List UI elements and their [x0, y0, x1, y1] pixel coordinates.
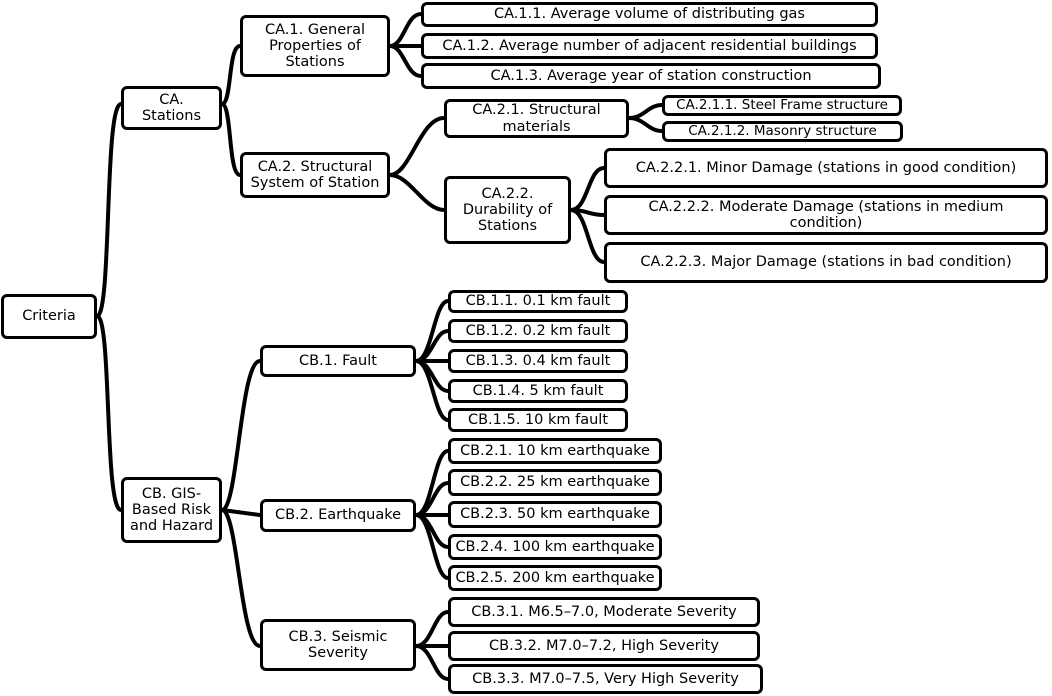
edge-ca1-item3 — [388, 44, 423, 78]
node-cb3-3: CB.3.3. M7.0–7.5, Very High Severity — [448, 664, 763, 694]
edge-criteria-cb — [95, 314, 123, 512]
node-ca1-3: CA.1.3. Average year of station construc… — [421, 63, 881, 89]
edge-ca2-ca22 — [388, 173, 446, 212]
edge-ca22-item1 — [569, 166, 606, 212]
node-cb2-5: CB.2.5. 200 km earthquake — [448, 565, 662, 591]
edge-ca21-item2 — [627, 116, 664, 133]
node-cb2-4: CB.2.4. 100 km earthquake — [448, 534, 662, 560]
node-cb3-1: CB.3.1. M6.5–7.0, Moderate Severity — [448, 597, 760, 627]
node-cb3-2: CB.3.2. M7.0–7.2, High Severity — [448, 631, 760, 661]
node-ca2-structural-system: CA.2. Structural System of Station — [240, 152, 390, 198]
node-cb1-1: CB.1.1. 0.1 km fault — [448, 290, 628, 313]
node-ca22-1: CA.2.2.1. Minor Damage (stations in good… — [604, 148, 1048, 188]
node-cb3-seismic-severity: CB.3. Seismic Severity — [260, 619, 416, 671]
node-cb2-3: CB.2.3. 50 km earthquake — [448, 501, 662, 528]
edge-cb-cb3 — [220, 508, 262, 648]
node-ca22-2: CA.2.2.2. Moderate Damage (stations in m… — [604, 195, 1048, 235]
edge-cb-cb1 — [220, 359, 262, 512]
node-ca1-2: CA.1.2. Average number of adjacent resid… — [421, 33, 878, 59]
edge-cb3-item3 — [414, 644, 450, 681]
node-cb1-4: CB.1.4. 5 km fault — [448, 379, 628, 403]
node-criteria: Criteria — [1, 294, 97, 339]
edge-ca1-item1 — [388, 12, 423, 48]
node-ca21-structural-materials: CA.2.1. Structural materials — [444, 99, 629, 138]
edge-cb2-item5 — [414, 513, 450, 580]
node-cb2-2: CB.2.2. 25 km earthquake — [448, 469, 662, 496]
node-cb1-2: CB.1.2. 0.2 km fault — [448, 319, 628, 343]
edge-criteria-ca — [95, 102, 123, 318]
node-ca-stations: CA. Stations — [121, 86, 222, 130]
node-cb-gis-risk: CB. GIS- Based Risk and Hazard — [121, 477, 222, 543]
node-cb2-1: CB.2.1. 10 km earthquake — [448, 438, 662, 464]
edge-ca21-item1 — [627, 103, 664, 120]
node-ca21-1: CA.2.1.1. Steel Frame structure — [662, 95, 902, 116]
edge-ca-ca2 — [220, 102, 242, 177]
edge-ca2-ca21 — [388, 116, 446, 177]
node-cb1-3: CB.1.3. 0.4 km fault — [448, 349, 628, 373]
node-ca21-2: CA.2.1.2. Masonry structure — [662, 121, 903, 142]
node-ca1-1: CA.1.1. Average volume of distributing g… — [421, 2, 878, 27]
edge-cb-cb2 — [220, 508, 262, 517]
edge-ca22-item3 — [569, 208, 606, 264]
node-cb2-earthquake: CB.2. Earthquake — [260, 499, 416, 532]
edge-cb3-item1 — [414, 610, 450, 648]
edge-cb1-item5 — [414, 359, 450, 422]
node-ca22-3: CA.2.2.3. Major Damage (stations in bad … — [604, 242, 1048, 283]
node-ca22-durability: CA.2.2. Durability of Stations — [444, 176, 571, 244]
node-cb1-fault: CB.1. Fault — [260, 345, 416, 377]
edge-ca-ca1 — [220, 44, 242, 106]
node-ca1-general-properties: CA.1. General Properties of Stations — [240, 15, 390, 77]
node-cb1-5: CB.1.5. 10 km fault — [448, 408, 628, 432]
